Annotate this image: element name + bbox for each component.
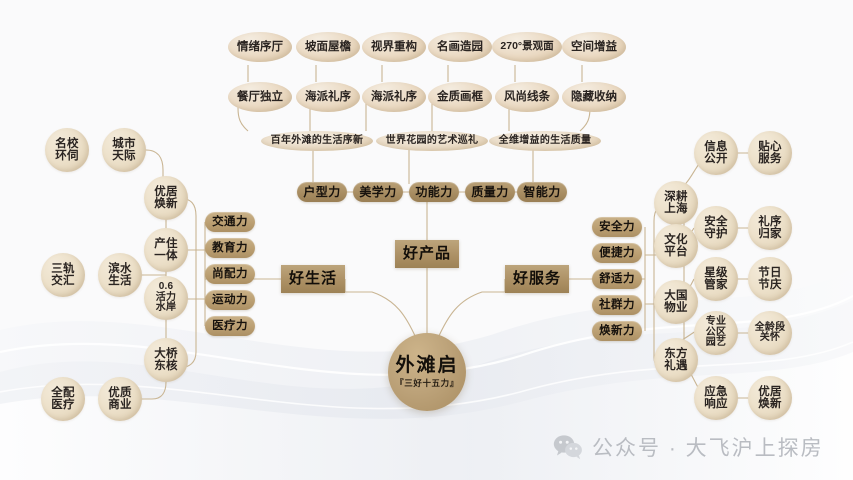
product-feature-shijiechonggou[interactable]: 视界重构 — [362, 32, 426, 62]
center-node-subtitle: 『三好十五力』 — [395, 378, 459, 388]
pillar-good-life[interactable]: 好生活 — [281, 265, 345, 293]
product-capability-meixueli[interactable]: 美学力 — [353, 182, 403, 202]
service-leaf-yingjixiangying[interactable]: 应急 响应 — [694, 376, 738, 420]
life-branch-huoliShuian[interactable]: 0.6 活力 水岸 — [144, 276, 188, 320]
service-branch-dongfangliyu[interactable]: 东方 礼遇 — [654, 338, 698, 382]
product-capability-huxingli[interactable]: 户型力 — [297, 182, 347, 202]
product-feature-cantingduli[interactable]: 餐厅独立 — [228, 82, 292, 112]
life-capability-yiliaoli[interactable]: 医疗力 — [205, 316, 255, 336]
life-capability-yundongli[interactable]: 运动力 — [205, 290, 255, 310]
service-leaf-youjuhuanxin[interactable]: 优居 焕新 — [748, 376, 792, 420]
life-leaf-quanpeiyiliao[interactable]: 全配 医疗 — [41, 377, 85, 421]
service-leaf-anquanshouhu[interactable]: 安全 守护 — [694, 206, 738, 250]
pillar-good-service[interactable]: 好服务 — [505, 265, 569, 293]
life-leaf-mingxiaohuansi[interactable]: 名校 环伺 — [45, 128, 89, 172]
service-capability-shushili[interactable]: 舒适力 — [592, 269, 642, 289]
service-branch-wenhuapingtai[interactable]: 文化 平台 — [654, 224, 698, 268]
product-feature-270jingguanmian[interactable]: 270°景观面 — [492, 32, 562, 62]
service-capability-huanxinli[interactable]: 焕新力 — [592, 321, 642, 341]
pillar-good-product[interactable]: 好产品 — [395, 240, 459, 268]
product-theme-strip-2[interactable]: 世界花园的艺术巡礼 — [376, 131, 488, 151]
product-feature-pomianwuyan[interactable]: 坡面屋檐 — [296, 32, 360, 62]
product-feature-qingxuxuting[interactable]: 情绪序厅 — [228, 32, 292, 62]
service-leaf-quanlingduanguanhuai[interactable]: 全龄段 关怀 — [748, 311, 792, 355]
life-leaf-binshuishenghuo[interactable]: 滨水 生活 — [98, 253, 142, 297]
product-capability-gongnengli[interactable]: 功能力 — [409, 182, 459, 202]
life-branch-daqiaodonghe[interactable]: 大桥 东核 — [144, 338, 188, 382]
product-feature-fengshangxiantiao[interactable]: 风尚线条 — [495, 82, 559, 112]
service-capability-anquanli[interactable]: 安全力 — [592, 217, 642, 237]
center-node-title: 外滩启 — [395, 355, 459, 377]
service-leaf-xinxigongkai[interactable]: 信息 公开 — [694, 131, 738, 175]
product-feature-haipailixu-1[interactable]: 海派礼序 — [296, 82, 360, 112]
product-feature-haipailixu-2[interactable]: 海派礼序 — [362, 82, 426, 112]
service-leaf-lixuguijia[interactable]: 礼序 归家 — [748, 206, 792, 250]
service-leaf-tiexinfuwu[interactable]: 贴心 服务 — [748, 131, 792, 175]
watermark: 公众号 · 大飞沪上探房 — [553, 432, 824, 462]
life-branch-youjuhuanxin[interactable]: 优居 焕新 — [144, 176, 188, 220]
service-leaf-xingjiguanjia[interactable]: 星级 管家 — [694, 257, 738, 301]
product-feature-jinzhihuakuang[interactable]: 金质画框 — [428, 82, 492, 112]
service-leaf-jierijieqing[interactable]: 节日 节庆 — [748, 257, 792, 301]
service-branch-daguowuye[interactable]: 大国 物业 — [654, 280, 698, 324]
life-branch-zhuzhuyiti[interactable]: 产住 一体 — [144, 228, 188, 272]
product-capability-zhiliangli[interactable]: 质量力 — [465, 182, 515, 202]
product-feature-minghuazaoyuan[interactable]: 名画造园 — [428, 32, 492, 62]
service-leaf-zhuanyegongquyuanyi[interactable]: 专业 公区 园艺 — [694, 311, 738, 355]
life-capability-jiaoyuli[interactable]: 教育力 — [205, 238, 255, 258]
watermark-text: 公众号 · 大飞沪上探房 — [592, 437, 824, 460]
life-leaf-sanguijiaohui[interactable]: 三轨 交汇 — [41, 253, 85, 297]
product-feature-yincangshouna[interactable]: 隐藏收纳 — [562, 82, 626, 112]
product-capability-zhinengli[interactable]: 智能力 — [517, 182, 567, 202]
product-theme-strip-1[interactable]: 百年外滩的生活序新 — [261, 131, 373, 151]
service-capability-bianjieli[interactable]: 便捷力 — [592, 243, 642, 263]
life-capability-jiaotongli[interactable]: 交通力 — [205, 212, 255, 232]
center-node[interactable]: 外滩启 『三好十五力』 — [388, 333, 466, 411]
product-theme-strip-3[interactable]: 全维增益的生活质量 — [489, 131, 601, 151]
life-leaf-youzhishangye[interactable]: 优质 商业 — [98, 377, 142, 421]
product-feature-kongjianzengyi[interactable]: 空间增益 — [562, 32, 626, 62]
service-branch-shengengshanghai[interactable]: 深耕 上海 — [654, 181, 698, 225]
life-leaf-chengshitianji[interactable]: 城市 天际 — [102, 128, 146, 172]
service-capability-shequnli[interactable]: 社群力 — [592, 295, 642, 315]
wechat-icon — [553, 435, 582, 460]
life-capability-shangpeili[interactable]: 尚配力 — [205, 264, 255, 284]
